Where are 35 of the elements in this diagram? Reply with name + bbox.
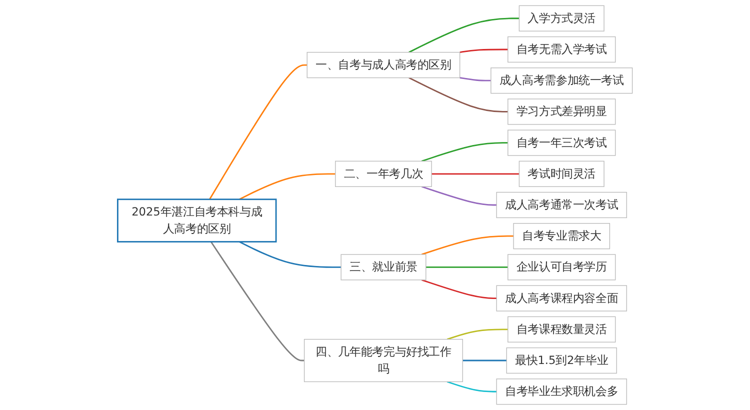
connector [408, 18, 520, 53]
node-box: 一、自考与成人高考的区别 [306, 52, 460, 78]
connector [208, 64, 308, 200]
node-box: 学习方式差异明显 [508, 98, 616, 125]
connector [408, 77, 508, 112]
connector [421, 142, 508, 162]
node-box: 自考一年三次考试 [508, 130, 616, 156]
node-box: 自考课程数量灵活 [508, 316, 616, 342]
node-box: 三、就业前景 [340, 254, 426, 280]
connector [446, 381, 497, 392]
node-box: 成人高考需参加统一考试 [490, 68, 633, 94]
connector [421, 186, 497, 206]
node-box: 四、几年能考完与好找工作吗 [304, 338, 463, 382]
connector [446, 328, 508, 340]
node-box: 自考专业需求大 [513, 223, 610, 250]
node-box: 考试时间灵活 [518, 160, 604, 187]
connector [462, 360, 507, 362]
connector [426, 266, 508, 268]
connector [460, 48, 508, 53]
node-box: 成人高考通常一次考试 [496, 192, 627, 218]
node-box: 自考无需入学考试 [508, 36, 616, 63]
node-box: 2025年湛江自考本科与成人高考的区别 [116, 198, 277, 242]
node-box: 最快1.5到2年毕业 [506, 347, 617, 374]
node-box: 自考毕业生求职机会多 [496, 378, 627, 405]
node-box: 企业认可自考学历 [508, 254, 616, 280]
connector [421, 279, 497, 300]
node-box: 入学方式灵活 [518, 5, 604, 32]
connector [238, 241, 342, 268]
connector [460, 77, 491, 82]
connector [432, 173, 520, 175]
node-box: 二、一年考几次 [335, 160, 432, 187]
connector [421, 235, 514, 256]
connector [238, 173, 336, 200]
connector [210, 241, 304, 362]
node-box: 成人高考课程内容全面 [496, 285, 627, 312]
